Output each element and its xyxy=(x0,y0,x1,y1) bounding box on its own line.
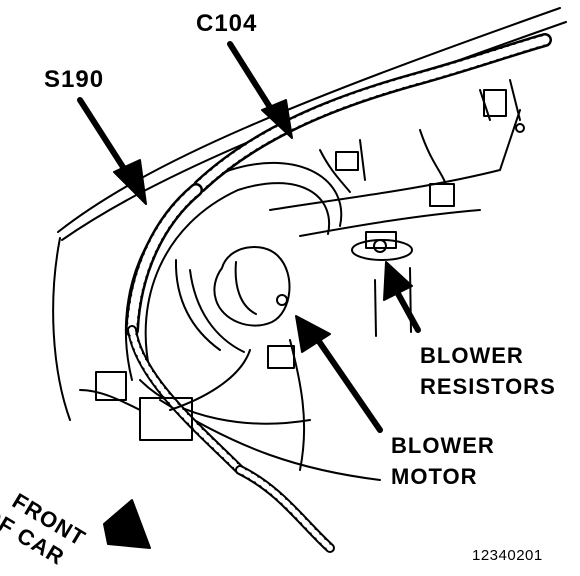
label-blower-motor: BLOWER MOTOR xyxy=(391,430,495,492)
blower-resistors xyxy=(351,231,413,261)
arrow-c104 xyxy=(227,41,293,139)
connectors xyxy=(95,89,525,441)
harness-conduit xyxy=(125,33,552,553)
label-blower-resistors: BLOWER RESISTORS xyxy=(420,340,556,402)
label-s190: S190 xyxy=(44,66,105,93)
label-blower-resistors-line1: BLOWER xyxy=(420,343,524,368)
label-c104: C104 xyxy=(196,10,258,37)
label-blower-motor-line1: BLOWER xyxy=(391,433,495,458)
figure-number: 12340201 xyxy=(472,547,543,564)
blower-motor xyxy=(213,246,291,327)
label-blower-motor-line2: MOTOR xyxy=(391,464,478,489)
label-blower-resistors-line2: RESISTORS xyxy=(420,374,556,399)
arrow-s190 xyxy=(77,97,147,205)
dash-panel xyxy=(269,109,521,337)
leader-arrows xyxy=(77,41,421,549)
arrow-resistors xyxy=(383,261,421,333)
arrow-motor xyxy=(295,315,383,433)
cowl-outline xyxy=(52,7,567,481)
arrow-front xyxy=(103,499,151,549)
